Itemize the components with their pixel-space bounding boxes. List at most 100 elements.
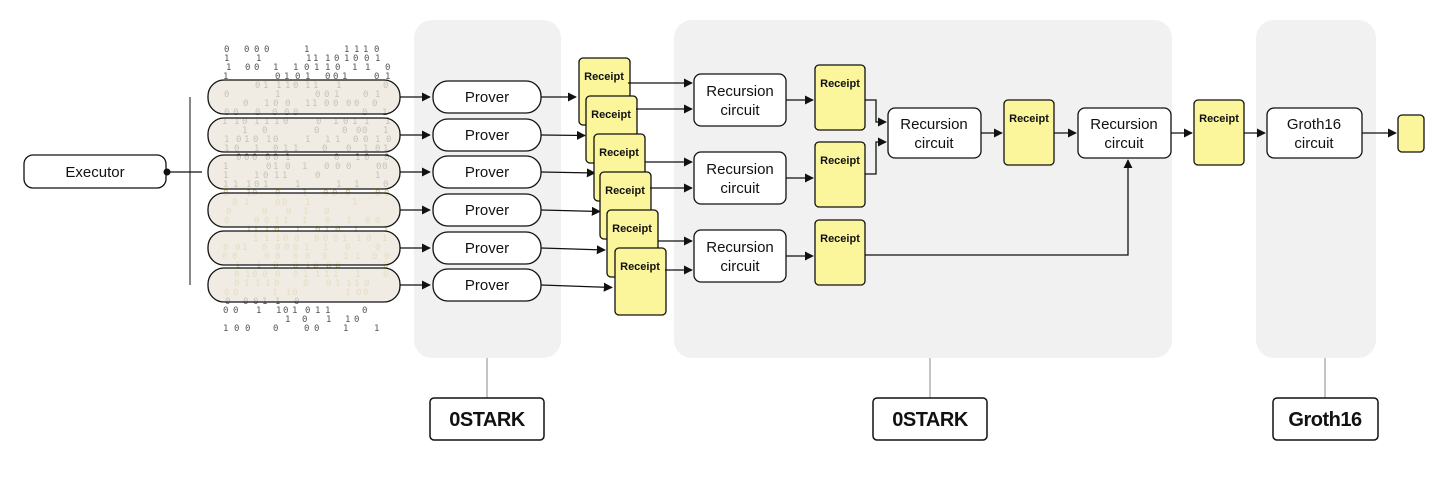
binary-digit: 1 xyxy=(352,63,357,73)
prover-label: Prover xyxy=(465,240,509,257)
receipt-r5: Receipt xyxy=(1193,99,1245,166)
executor-junction-dot xyxy=(163,168,171,176)
binary-digit: 0 xyxy=(374,72,379,82)
svg-text:Receipt: Receipt xyxy=(820,233,860,245)
receipt-stack-item: Receipt xyxy=(614,247,667,316)
receipt-label: Receipt xyxy=(591,109,631,121)
execution-segment xyxy=(207,192,401,228)
svg-text:circuit: circuit xyxy=(1104,135,1144,152)
binary-digit: 1 xyxy=(256,261,261,271)
binary-digit: 0 xyxy=(325,72,330,82)
prover-to-receipt-arrow xyxy=(540,245,606,255)
receipt-stack: ReceiptReceiptReceiptReceiptReceiptRecei… xyxy=(578,57,667,316)
prover-label: Prover xyxy=(465,89,509,106)
binary-digit: 0 xyxy=(314,324,319,334)
binary-digit: 0 xyxy=(273,261,278,271)
binary-digit: 0 xyxy=(224,45,229,55)
recursion-circuit-4: Recursion circuit xyxy=(887,107,982,159)
binary-digit: 0 xyxy=(233,306,238,316)
binary-digit: 1 xyxy=(292,306,297,316)
receipt-label: Receipt xyxy=(612,223,652,235)
binary-digit: 0 xyxy=(274,225,279,235)
svg-text:0STARK: 0STARK xyxy=(449,409,526,431)
svg-text:circuit: circuit xyxy=(1294,135,1334,152)
svg-text:Recursion: Recursion xyxy=(706,239,774,256)
prover-4: Prover xyxy=(432,193,542,227)
binary-digit: 0 xyxy=(333,72,338,82)
svg-text:circuit: circuit xyxy=(720,258,760,275)
binary-digit: 0 xyxy=(273,324,278,334)
execution-segment xyxy=(207,267,401,303)
prover-to-receipt-arrow xyxy=(540,206,601,216)
binary-digit: 0 xyxy=(234,324,239,334)
binary-digit: 1 xyxy=(375,54,380,64)
binary-digit: 0 xyxy=(385,63,390,73)
binary-digit: 0 xyxy=(264,45,269,55)
receipt-r2: Receipt xyxy=(814,141,866,208)
binary-digit: 1 xyxy=(264,225,269,235)
prover-to-receipt-arrow xyxy=(540,130,586,140)
binary-digit: 1 xyxy=(342,72,347,82)
binary-digit: 0 xyxy=(302,315,307,325)
svg-text:Recursion: Recursion xyxy=(706,83,774,100)
footer-stark-1: 0STARK xyxy=(429,397,545,441)
receipt-r3: Receipt xyxy=(814,219,866,286)
footer-stark-2: 0STARK xyxy=(872,397,988,441)
prover-3: Prover xyxy=(432,155,542,189)
stark-stage-1-panel xyxy=(414,20,561,358)
svg-text:Recursion: Recursion xyxy=(706,161,774,178)
final-proof-block xyxy=(1397,114,1425,153)
binary-digit: 1 xyxy=(324,225,329,235)
binary-digit: 1 xyxy=(325,306,330,316)
binary-digit: 0 xyxy=(254,63,259,73)
binary-digit: 0 xyxy=(315,225,320,235)
binary-digit: 1 xyxy=(235,261,240,271)
binary-digit: 1 xyxy=(256,54,261,64)
binary-digit: 1 xyxy=(295,225,300,235)
prover-to-receipt-arrow xyxy=(540,282,613,292)
binary-digit: 1 xyxy=(363,45,368,55)
recursion-circuit-2: Recursion circuit xyxy=(693,151,787,205)
binary-digit: 1 xyxy=(326,315,331,325)
binary-digit: 1 xyxy=(276,306,281,316)
binary-digit: 1 xyxy=(226,63,231,73)
recursion-circuit-5: Recursion circuit xyxy=(1077,107,1172,159)
receipt-r4: Receipt xyxy=(1003,99,1055,166)
prover-5: Prover xyxy=(432,231,542,265)
binary-digit: 0 xyxy=(364,54,369,64)
receipt-label: Receipt xyxy=(599,147,639,159)
receipt-label: Receipt xyxy=(605,185,645,197)
execution-segment xyxy=(207,154,401,190)
binary-digit: 1 xyxy=(385,72,390,82)
svg-text:circuit: circuit xyxy=(720,102,760,119)
recursion-circuit-1: Recursion circuit xyxy=(693,73,787,127)
prover-2: Prover xyxy=(432,118,542,152)
receipt-label: Receipt xyxy=(584,71,624,83)
binary-digit: 1 xyxy=(273,63,278,73)
binary-digit: 1 xyxy=(253,225,258,235)
binary-digit: 0 xyxy=(275,72,280,82)
binary-digit: 1 xyxy=(285,315,290,325)
binary-digit: 0 xyxy=(295,72,300,82)
binary-digit: 0 xyxy=(374,45,379,55)
binary-digit: 1 xyxy=(374,324,379,334)
prover-label: Prover xyxy=(465,202,509,219)
prover-label: Prover xyxy=(465,127,509,144)
binary-digit: 1 xyxy=(305,72,310,82)
binary-digit: 0 xyxy=(335,261,340,271)
receipt-label: Receipt xyxy=(620,261,660,273)
binary-digit: 0 xyxy=(304,324,309,334)
binary-digit: 1 xyxy=(354,45,359,55)
binary-digit: 1 xyxy=(314,63,319,73)
binary-digit: 0 xyxy=(353,54,358,64)
prover-label: Prover xyxy=(465,164,509,181)
binary-digit: 1 xyxy=(246,225,251,235)
binary-digit: 1 xyxy=(313,54,318,64)
binary-digit: 1 xyxy=(383,225,388,235)
binary-digit: 1 xyxy=(223,324,228,334)
binary-digit: 0 xyxy=(293,261,298,271)
binary-digit: 0 xyxy=(335,63,340,73)
binary-digit: 1 xyxy=(284,72,289,82)
